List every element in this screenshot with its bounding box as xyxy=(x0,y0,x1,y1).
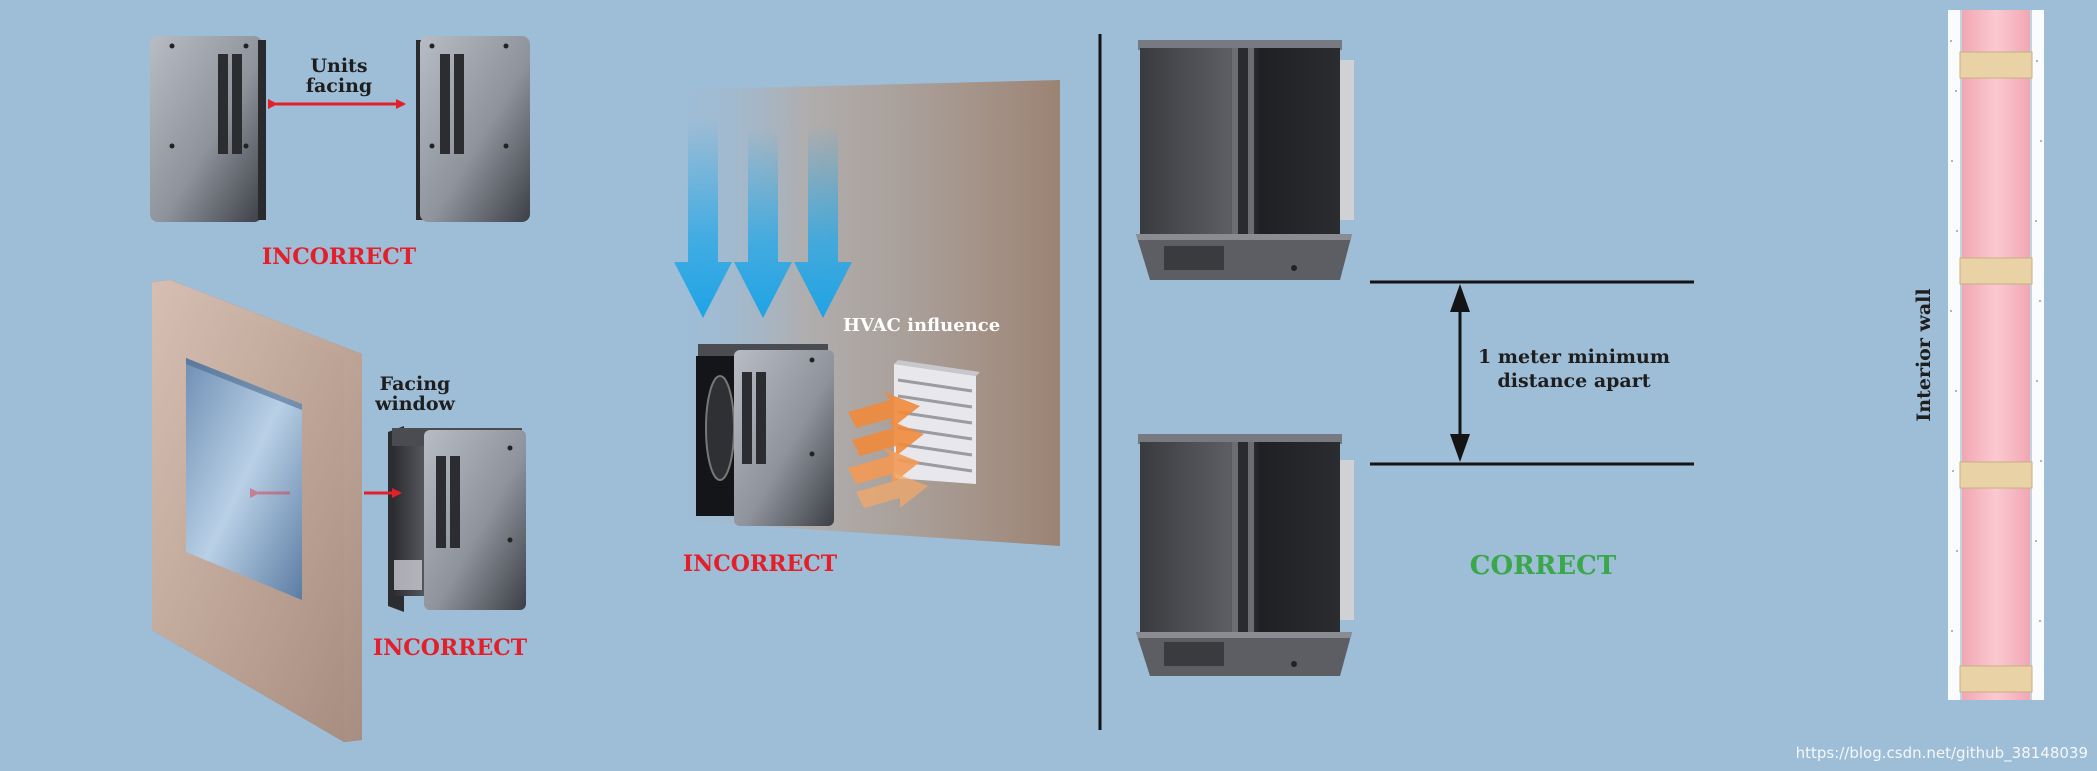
heat-arrows xyxy=(848,392,928,508)
panel-units-facing: Units facing INCORRECT xyxy=(150,36,530,270)
interior-wall-label: Interior wall xyxy=(1913,288,1935,421)
wall-insulation xyxy=(1962,10,2030,700)
wall-studs xyxy=(1959,51,2033,693)
interior-wall-section: Interior wall xyxy=(1913,10,2044,700)
air-cleaner-unit-hvac xyxy=(696,344,834,526)
air-cleaner-unit-bottom xyxy=(1136,434,1354,676)
hvac-verdict: INCORRECT xyxy=(683,551,838,577)
spacing-double-arrow xyxy=(1450,284,1470,462)
airflow-arrows xyxy=(674,120,852,318)
units-facing-label-line1: Units xyxy=(310,55,367,77)
air-cleaner-unit-left xyxy=(150,36,266,222)
air-cleaner-unit-top xyxy=(1136,40,1354,280)
watermark: https://blog.csdn.net/github_38148039 xyxy=(1796,744,2088,763)
facing-window-label-line2: window xyxy=(374,393,455,415)
hvac-label: HVAC influence xyxy=(843,315,1000,336)
air-cleaner-unit-window xyxy=(388,426,526,612)
facing-window-label-line1: Facing xyxy=(380,373,451,395)
distance-label-line1: 1 meter minimum xyxy=(1478,346,1670,368)
units-facing-verdict: INCORRECT xyxy=(262,244,417,270)
spacing-verdict: CORRECT xyxy=(1470,551,1617,581)
panel-hvac: HVAC influence xyxy=(668,80,1060,577)
hvac-vent xyxy=(894,360,980,484)
distance-label-line2: distance apart xyxy=(1497,370,1650,392)
panel-spacing: 1 meter minimum distance apart CORRECT xyxy=(1136,40,1694,676)
window-glass xyxy=(186,358,302,600)
window-frame xyxy=(152,280,362,742)
panel-facing-window: Facing window INCORRECT xyxy=(152,280,528,742)
units-facing-label-line2: facing xyxy=(306,75,372,97)
air-cleaner-unit-right xyxy=(416,36,530,222)
facing-window-verdict: INCORRECT xyxy=(373,635,528,661)
